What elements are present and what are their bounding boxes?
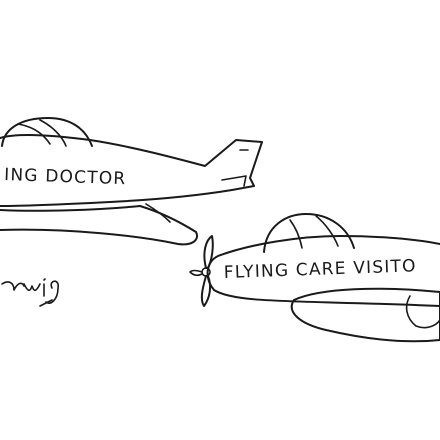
- plane-two-wing: [290, 287, 440, 343]
- plane-two-wing-flap: [405, 295, 440, 329]
- plane-two-canopy: [263, 213, 355, 253]
- airplane-icon: FLYING CARE VISITO: [189, 213, 440, 343]
- propeller-icon: [189, 235, 214, 307]
- plane-one-wing: [0, 205, 198, 246]
- plane-one-wing-detail: [145, 203, 171, 223]
- plane-two-canopy-frame: [289, 215, 339, 249]
- plane-one-canopy-frame: [17, 119, 67, 147]
- plane-one-tail-fin: [221, 149, 249, 187]
- artist-signature: [1, 278, 59, 307]
- plane-two-text: FLYING CARE VISITO: [223, 256, 417, 283]
- plane-one-text: ING DOCTOR: [4, 165, 127, 189]
- airplane-icon: ING DOCTOR: [0, 117, 263, 246]
- plane-one-canopy: [1, 117, 93, 147]
- plane-one-fuselage: [0, 133, 263, 207]
- plane-two-fuselage: [206, 235, 440, 307]
